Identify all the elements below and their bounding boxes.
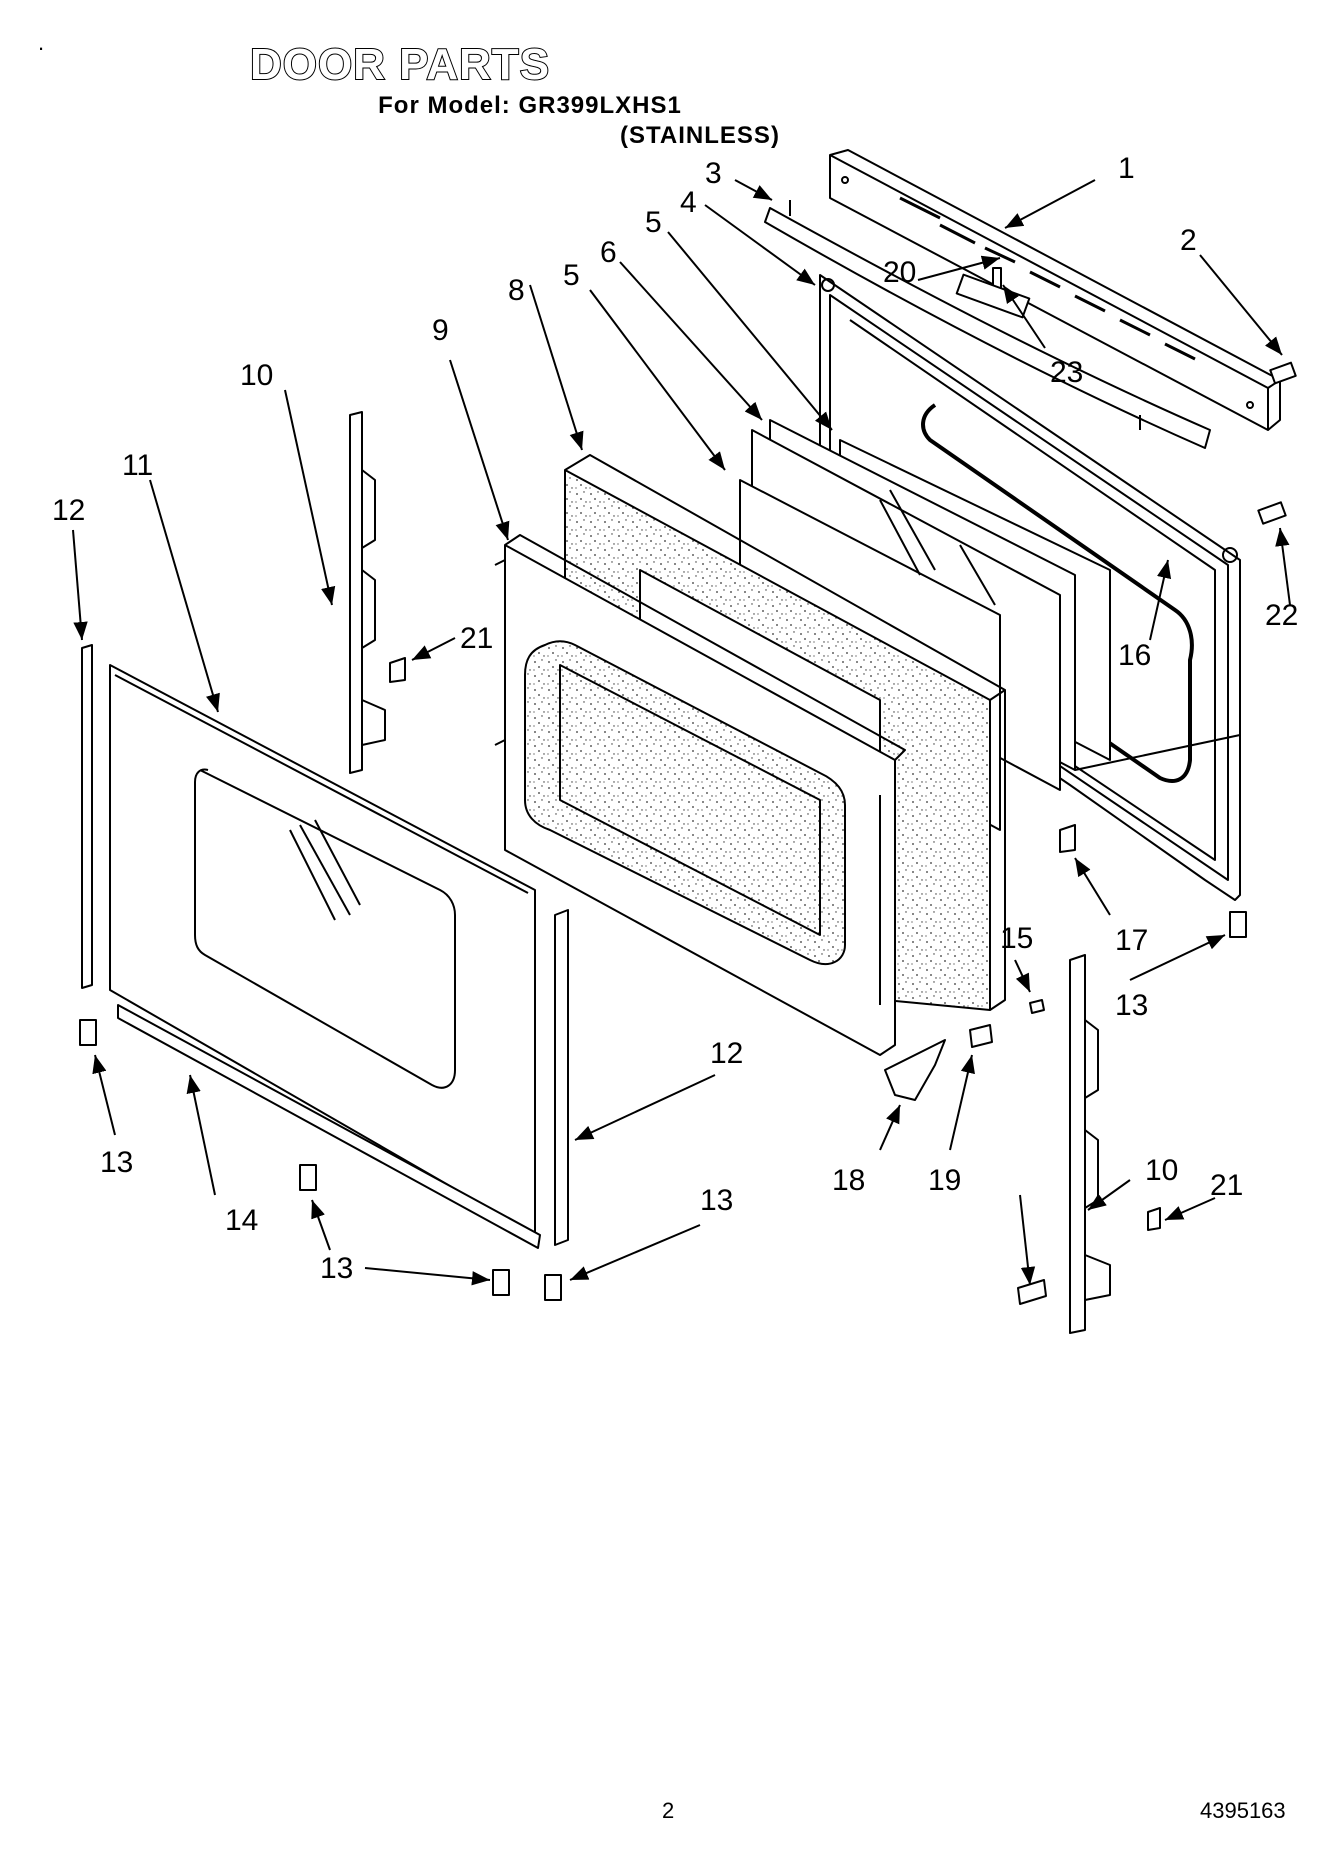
callout-6: 6 bbox=[600, 236, 617, 269]
callout-14: 14 bbox=[225, 1204, 258, 1237]
callout-13-right: 13 bbox=[1115, 989, 1148, 1022]
door-liner-frame bbox=[494, 534, 906, 1056]
finish-line: (STAINLESS) bbox=[620, 122, 780, 149]
side-trim-part bbox=[81, 644, 569, 1246]
callout-12-right: 12 bbox=[710, 1037, 743, 1070]
door-handle-part bbox=[764, 200, 1211, 449]
corner-dot: . bbox=[38, 30, 45, 55]
callout-20: 20 bbox=[883, 256, 916, 289]
callout-9: 9 bbox=[432, 314, 449, 347]
screw-part bbox=[955, 267, 1297, 525]
callout-18: 18 bbox=[832, 1164, 865, 1197]
door-gasket-part bbox=[921, 403, 1194, 783]
page-title: DOOR PARTS bbox=[249, 39, 551, 90]
callout-13-center: 13 bbox=[700, 1184, 733, 1217]
document-number: 4395163 bbox=[1200, 1798, 1286, 1823]
model-line: For Model: GR399LXHS1 bbox=[378, 92, 682, 119]
callout-3: 3 bbox=[705, 157, 722, 190]
outer-door-panel bbox=[109, 664, 536, 1236]
callout-22: 22 bbox=[1265, 599, 1298, 632]
callout-labels: 1 2 3 4 5 6 5 8 9 10 11 12 21 20 23 16 2… bbox=[52, 152, 1298, 1285]
callout-21-lower: 21 bbox=[1210, 1169, 1243, 1202]
callout-13-left: 13 bbox=[100, 1146, 133, 1179]
clip-part bbox=[389, 657, 1161, 1231]
hinge-part bbox=[349, 411, 1111, 1334]
bottom-trim-part bbox=[117, 1004, 541, 1249]
callout-10-upper: 10 bbox=[240, 359, 273, 392]
callout-8: 8 bbox=[508, 274, 525, 307]
callout-21-upper: 21 bbox=[460, 622, 493, 655]
callout-5-lower: 5 bbox=[563, 259, 580, 292]
callout-1: 1 bbox=[1118, 152, 1135, 185]
callout-12-left: 12 bbox=[52, 494, 85, 527]
leader-lines bbox=[72, 179, 1291, 1286]
vent-trim-part bbox=[829, 149, 1281, 431]
hinge-receptacle-part bbox=[884, 1039, 946, 1101]
callout-17: 17 bbox=[1115, 924, 1148, 957]
callout-19: 19 bbox=[928, 1164, 961, 1197]
callout-11: 11 bbox=[122, 449, 153, 482]
callout-23: 23 bbox=[1050, 356, 1083, 389]
callout-10-lower: 10 bbox=[1145, 1154, 1178, 1187]
callout-4: 4 bbox=[680, 186, 697, 219]
screw-part bbox=[79, 911, 1247, 1305]
callout-5-upper: 5 bbox=[645, 206, 662, 239]
callout-15: 15 bbox=[1000, 922, 1033, 955]
callout-13-bottom: 13 bbox=[320, 1252, 353, 1285]
page-number: 2 bbox=[662, 1798, 675, 1823]
callout-2: 2 bbox=[1180, 224, 1197, 257]
callout-16: 16 bbox=[1118, 639, 1151, 672]
